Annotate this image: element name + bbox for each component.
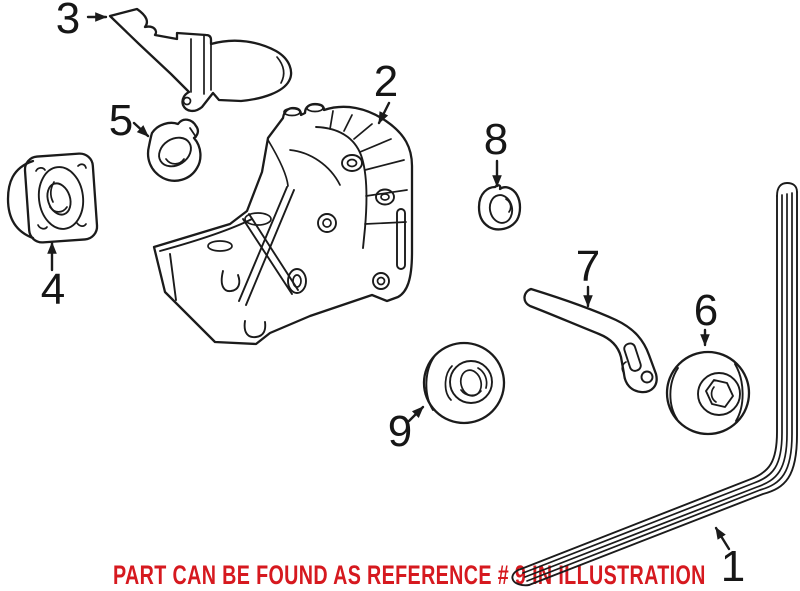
callout-label-7: 7	[575, 242, 601, 291]
callout-label-4: 4	[40, 265, 66, 314]
callout-label-2: 2	[373, 57, 399, 106]
callout-label-5: 5	[108, 96, 134, 145]
callout-arrow-2	[377, 101, 391, 125]
idler-pulley-9-drawing	[422, 341, 506, 425]
cover-shield-drawing	[108, 7, 293, 113]
grommet-drawing	[477, 184, 522, 231]
callout-arrows	[47, 12, 731, 551]
bushing-drawing	[146, 118, 202, 182]
mounting-bracket-drawing	[152, 102, 414, 346]
callout-label-9: 9	[387, 407, 413, 456]
round-mount-drawing	[6, 152, 99, 244]
idler-pulley-6-drawing	[665, 350, 751, 436]
callout-label-6: 6	[693, 286, 719, 335]
callout-arrow-5	[132, 121, 150, 138]
callout-label-1: 1	[720, 542, 746, 591]
callout-arrow-9	[407, 405, 425, 423]
callout-label-8: 8	[483, 115, 509, 164]
callout-label-3: 3	[55, 0, 81, 43]
serpentine-belt-drawing	[511, 182, 798, 587]
tensioner-arm-drawing	[523, 287, 658, 394]
reference-note: PART CAN BE FOUND AS REFERENCE # 9 IN IL…	[113, 560, 706, 590]
callout-arrow-1	[714, 526, 731, 551]
